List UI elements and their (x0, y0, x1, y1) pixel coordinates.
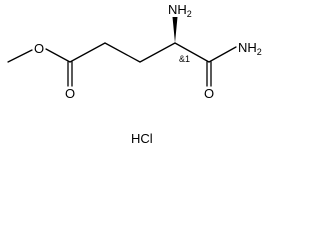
bond-alpha-amide (174, 42, 210, 63)
bond-methyl-o (7, 49, 33, 63)
chemical-structure-diagram: O O O NH2 NH2 &1 HCl (7, 2, 262, 146)
bond-ch2-ch2 (104, 42, 141, 63)
left-carbonyl-oxygen-label: O (65, 86, 75, 101)
stereo-descriptor-label: &1 (179, 54, 190, 64)
bond-ch2-alpha (139, 42, 176, 63)
bond-o-carbonyl (45, 48, 71, 63)
amine-label: NH2 (168, 2, 192, 19)
bond-amide-nh2 (208, 46, 237, 63)
ester-oxygen-label: O (34, 41, 44, 56)
bond-c-ch2-a (69, 42, 106, 63)
right-carbonyl-oxygen-label: O (204, 86, 214, 101)
hcl-salt-label: HCl (131, 131, 153, 146)
amide-nh2-label: NH2 (238, 40, 262, 57)
bond-lines (7, 17, 237, 87)
bond-wedge-amine (172, 17, 178, 43)
